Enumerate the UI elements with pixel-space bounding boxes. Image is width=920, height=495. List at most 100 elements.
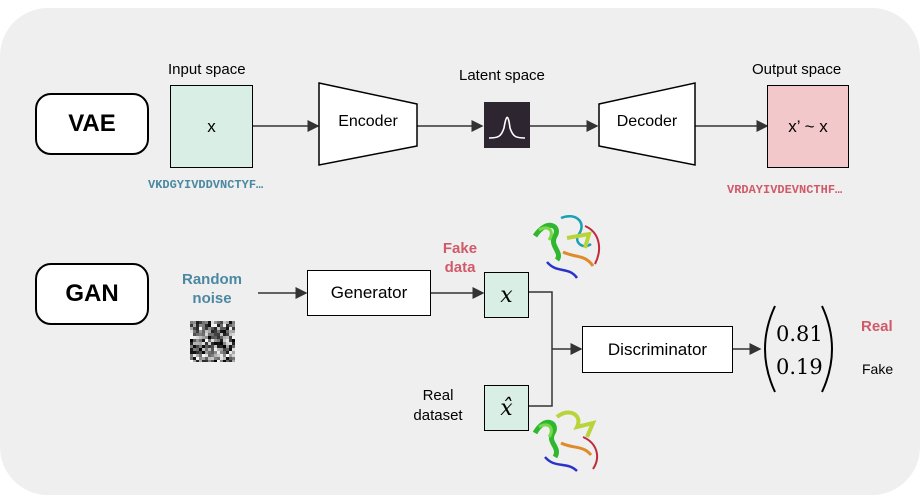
noise-pixel (229, 327, 232, 330)
noise-pixel (199, 330, 202, 333)
noise-pixel (202, 321, 205, 324)
fake-data-line-2: data (444, 259, 476, 276)
noise-pixel (205, 360, 208, 362)
noise-pixel (208, 330, 211, 333)
noise-pixel (193, 345, 196, 348)
input-space-caption: Input space (168, 61, 246, 78)
noise-pixel (214, 330, 217, 333)
noise-pixel (220, 324, 223, 327)
encoder-shape (318, 82, 418, 166)
noise-pixel (190, 336, 193, 339)
noise-pixel (199, 342, 202, 345)
noise-pixel (223, 357, 226, 360)
noise-pixel (199, 360, 202, 362)
noise-pixel (205, 321, 208, 324)
noise-pixel (208, 339, 211, 342)
noise-pixel (202, 339, 205, 342)
noise-pixel (193, 336, 196, 339)
noise-pixel (211, 345, 214, 348)
noise-pixel (196, 345, 199, 348)
noise-pixel (208, 348, 211, 351)
noise-pixel (196, 330, 199, 333)
noise-pixel (196, 354, 199, 357)
noise-pixel (211, 339, 214, 342)
noise-pixel (223, 354, 226, 357)
noise-pixel (229, 333, 232, 336)
score-fake-value: 0.19 (776, 355, 823, 379)
noise-pixel (217, 339, 220, 342)
connector-fake-discriminator (529, 291, 553, 407)
real-dataset-line-1: Real (422, 387, 454, 404)
decoder-shape (598, 82, 696, 166)
noise-pixel (211, 324, 214, 327)
right-paren (821, 305, 833, 393)
noise-pixel (217, 321, 220, 324)
noise-pixel (223, 327, 226, 330)
noise-pixel (196, 321, 199, 324)
noise-pixel (199, 324, 202, 327)
noise-pixel (193, 342, 196, 345)
generator-box: Generator (307, 270, 431, 316)
noise-pixel (211, 336, 214, 339)
noise-pixel (223, 351, 226, 354)
latent-space-caption: Latent space (459, 67, 545, 84)
noise-pixel (190, 330, 193, 333)
noise-pixel (220, 360, 223, 362)
noise-pixel (190, 360, 193, 362)
noise-pixel (199, 345, 202, 348)
noise-pixel (232, 336, 235, 339)
noise-pixel (214, 357, 217, 360)
noise-pixel (217, 354, 220, 357)
noise-pixel (223, 360, 226, 362)
noise-pixel (190, 333, 193, 336)
noise-pixel (196, 333, 199, 336)
input-space-box: x (170, 85, 253, 168)
noise-pixel (199, 357, 202, 360)
noise-pixel (226, 345, 229, 348)
noise-pixel (205, 342, 208, 345)
noise-pixel (190, 324, 193, 327)
output-space-box: x’ ~ x (767, 85, 849, 168)
noise-pixel (190, 342, 193, 345)
fake-data-line-1: Fake (442, 240, 478, 257)
protein-structure-icon (532, 215, 601, 279)
noise-pixel (190, 327, 193, 330)
noise-pixel (196, 324, 199, 327)
noise-pixel (217, 327, 220, 330)
real-dataset-line-2: dataset (413, 407, 463, 424)
noise-pixel (208, 327, 211, 330)
noise-pixel (226, 351, 229, 354)
noise-pixel (193, 330, 196, 333)
noise-pixel (226, 336, 229, 339)
noise-pixel (202, 330, 205, 333)
noise-pixel (211, 354, 214, 357)
noise-pixel (193, 327, 196, 330)
noise-pixel (226, 324, 229, 327)
noise-pixel (223, 321, 226, 324)
noise-pixel (208, 345, 211, 348)
noise-pixel (229, 321, 232, 324)
noise-pixel (217, 348, 220, 351)
noise-pixel (208, 357, 211, 360)
noise-pixel (214, 339, 217, 342)
noise-pixel (199, 327, 202, 330)
noise-pixel (193, 360, 196, 362)
noise-pixel (196, 339, 199, 342)
noise-image-icon (190, 321, 235, 362)
noise-pixel (217, 351, 220, 354)
noise-pixel (220, 345, 223, 348)
noise-pixel (214, 354, 217, 357)
gan-label: GAN (35, 263, 149, 325)
noise-pixel (199, 321, 202, 324)
noise-pixel (208, 324, 211, 327)
noise-pixel (232, 354, 235, 357)
output-sequence: VRDAYIVDEVNCTHF… (727, 183, 843, 197)
noise-pixel (214, 333, 217, 336)
noise-pixel (190, 345, 193, 348)
noise-pixel (223, 339, 226, 342)
noise-pixel (232, 357, 235, 360)
discriminator-box: Discriminator (582, 326, 733, 373)
noise-pixel (226, 342, 229, 345)
noise-pixel (214, 345, 217, 348)
random-noise-line-2: noise (192, 290, 232, 307)
